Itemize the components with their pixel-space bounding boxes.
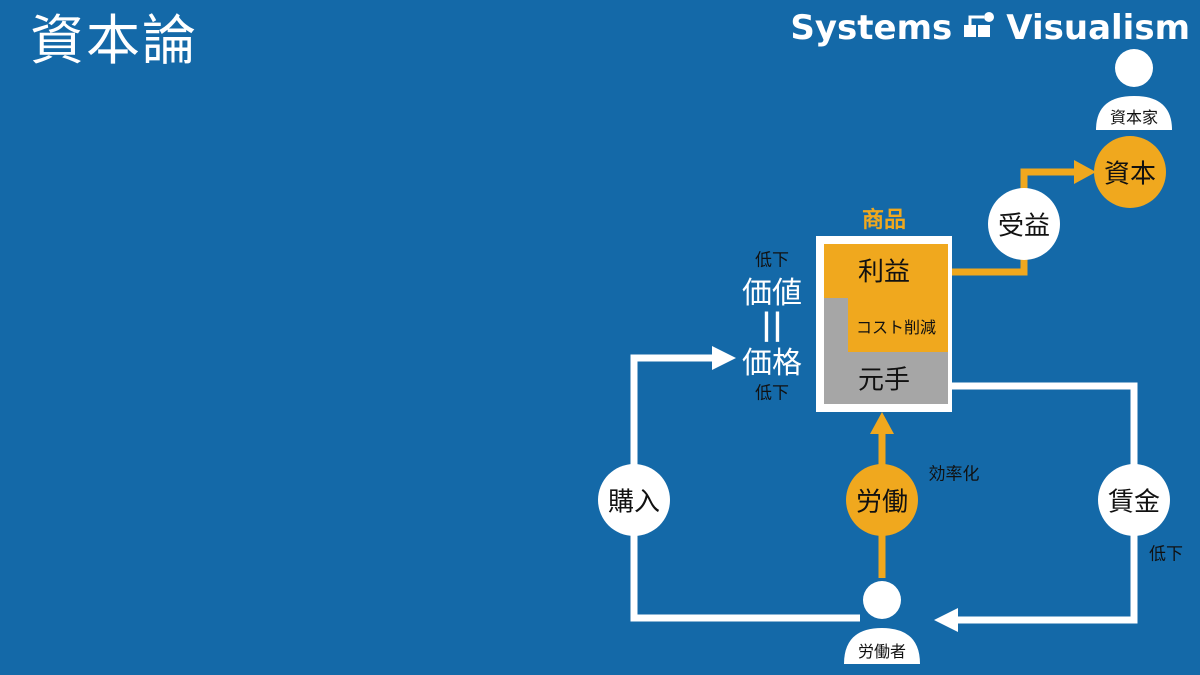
worker-person-icon (844, 581, 920, 664)
capital-label: 資本 (1103, 159, 1157, 190)
page-title: 資本論 (30, 9, 198, 72)
capitalist-person-icon (1096, 49, 1172, 130)
worker-label: 労働者 (857, 642, 907, 661)
systems-visualism-logo-icon (964, 12, 995, 37)
wage-node (1098, 464, 1170, 536)
profit-arrow-head (1074, 160, 1096, 184)
wage-arrow-head (934, 608, 958, 632)
purchase-node (598, 464, 670, 536)
labor-label: 労働 (855, 487, 909, 518)
capitalist-label: 資本家 (1109, 108, 1159, 127)
brand-text-right: Visualism (1006, 8, 1190, 48)
labor-node (846, 464, 918, 536)
profit-area (824, 244, 948, 352)
equals-sign: || (761, 307, 783, 343)
wage-drop-note: 低下 (1149, 544, 1183, 565)
labor-arrow-head (870, 412, 894, 434)
purchase-label: 購入 (607, 487, 661, 518)
value-drop-note: 低下 (755, 250, 789, 271)
benefit-node (988, 188, 1060, 260)
capital-node (1094, 136, 1166, 208)
wage-label: 賃金 (1107, 487, 1161, 518)
benefit-label: 受益 (997, 211, 1051, 242)
price-label: 価格 (742, 346, 802, 381)
purchase-arrow-head (712, 346, 736, 370)
profit-label: 利益 (857, 257, 911, 288)
principal-label: 元手 (857, 365, 911, 396)
commodity-heading: 商品 (861, 208, 907, 233)
price-drop-note: 低下 (755, 383, 789, 404)
efficiency-note: 効率化 (928, 464, 980, 485)
cost-reduction-label: コスト削減 (855, 318, 937, 337)
brand-logo: Systems Visualism (790, 8, 1190, 48)
value-label: 価値 (742, 276, 802, 311)
brand-text-left: Systems (790, 8, 953, 48)
